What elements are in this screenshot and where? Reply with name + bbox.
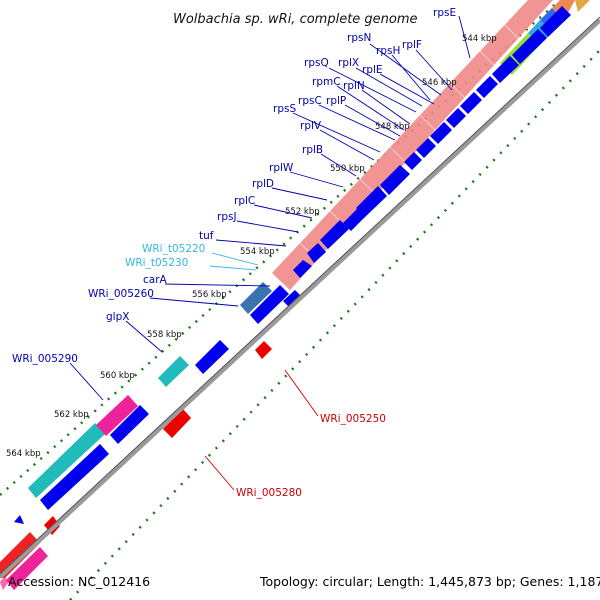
tick-label: 560 kbp (100, 371, 135, 381)
gene-label-rplB: rplB (302, 144, 323, 156)
cds-forward (380, 165, 410, 195)
gene-label-rplC: rplC (234, 195, 255, 207)
gene-label-rplN: rplN (343, 80, 365, 92)
gene-label-WRi_005290: WRi_005290 (12, 353, 78, 365)
feature-block-magenta-2 (6, 547, 48, 590)
gene-label-rpsQ: rpsQ (304, 57, 329, 69)
cds-forward (416, 138, 436, 158)
gene-label-rplX: rplX (338, 57, 359, 69)
gene-label-WRi_005250: WRi_005250 (320, 413, 386, 425)
tick-label: 554 kbp (240, 247, 275, 257)
gene-label-rplE: rplE (362, 64, 383, 76)
gene-label-rplF: rplF (402, 39, 422, 51)
inner-tick-track (69, 49, 600, 600)
cds-forward (476, 76, 498, 98)
cds-forward (356, 186, 387, 218)
cds-forward-arrow (283, 290, 300, 306)
cds-forward (430, 122, 452, 144)
gene-label-rpmC: rpmC (312, 76, 341, 88)
cds-forward (460, 92, 482, 114)
gene-label-rpsN: rpsN (347, 32, 371, 44)
gene-label-WRi_t05220: WRi_t05220 (142, 243, 205, 255)
cds-forward-arrow (14, 515, 24, 524)
accession-text: Accession: NC_012416 (8, 574, 150, 589)
gene-label-WRi_005280: WRi_005280 (236, 487, 302, 499)
gene-label-rplD: rplD (252, 178, 274, 190)
genome-backbone (0, 18, 600, 579)
cds-forward (250, 285, 289, 324)
ribosomal-operon-band (272, 0, 553, 290)
tick-label: 552 kbp (285, 207, 320, 217)
genome-summary-text: Topology: circular; Length: 1,445,873 bp… (259, 574, 600, 589)
feature-block-teal (158, 356, 189, 387)
tick-label: 544 kbp (462, 34, 497, 44)
gene-label-rpsJ: rpsJ (217, 211, 237, 223)
feature-block-magenta (96, 395, 138, 436)
tick-label: 558 kbp (147, 330, 182, 340)
cds-forward (40, 444, 109, 510)
gene-label-WRi_t05230: WRi_t05230 (125, 257, 188, 269)
gene-leader-lines (69, 15, 471, 401)
gene-label-carA: carA (143, 274, 168, 286)
gene-label-tuf: tuf (199, 230, 214, 242)
rrna-feature (240, 282, 272, 314)
feature-block-gold (575, 0, 590, 12)
cds-forward (343, 208, 366, 231)
trna-leader-lines (209, 252, 259, 271)
gene-label-rplP: rplP (326, 95, 346, 107)
cds-forward (404, 152, 422, 170)
cds-forward (293, 260, 312, 278)
tick-label: 556 kbp (192, 290, 227, 300)
tick-label: 562 kbp (54, 410, 89, 420)
tick-label: 548 kbp (375, 122, 410, 132)
gene-label-rpsC: rpsC (298, 95, 322, 107)
cds-forward-fragment (0, 576, 8, 590)
gene-label-rplV: rplV (300, 120, 322, 132)
gene-label-rpsH: rpsH (376, 45, 400, 57)
cds-forward (320, 220, 349, 249)
reverse-leader-lines (204, 369, 319, 491)
tick-label: 546 kbp (422, 78, 457, 88)
cds-forward (446, 108, 466, 128)
cds-reverse-WRi_005250 (255, 341, 272, 359)
map-title: Wolbachia sp. wRi, complete genome (173, 12, 418, 27)
cds-forward (492, 56, 519, 83)
gene-labels: rpsE rpsN rplF rpsH rpsQ rplX rplE rpmC … (12, 7, 456, 365)
cds-reverse-WRi_005280 (163, 409, 191, 438)
tick-label: 550 kbp (330, 164, 365, 174)
reverse-gene-labels: WRi_005250 WRi_005280 (236, 413, 386, 499)
cds-forward (307, 243, 326, 263)
cds-forward (195, 340, 229, 374)
cds-forward (540, 6, 571, 37)
tick-label: 564 kbp (6, 449, 41, 459)
gene-label-rpsS: rpsS (273, 103, 296, 115)
cds-forward (110, 405, 149, 444)
cds-forward (512, 29, 547, 64)
gene-label-rpsE: rpsE (433, 7, 456, 19)
kbp-tick-labels: 544 kbp 546 kbp 548 kbp 550 kbp 552 kbp … (6, 34, 497, 459)
gene-label-rplW: rplW (269, 162, 294, 174)
feature-block-teal-long (28, 423, 105, 498)
gene-label-glpX: glpX (106, 311, 129, 323)
genome-backbone-edge (0, 16, 600, 575)
gene-label-WRi_005260: WRi_005260 (88, 288, 154, 300)
